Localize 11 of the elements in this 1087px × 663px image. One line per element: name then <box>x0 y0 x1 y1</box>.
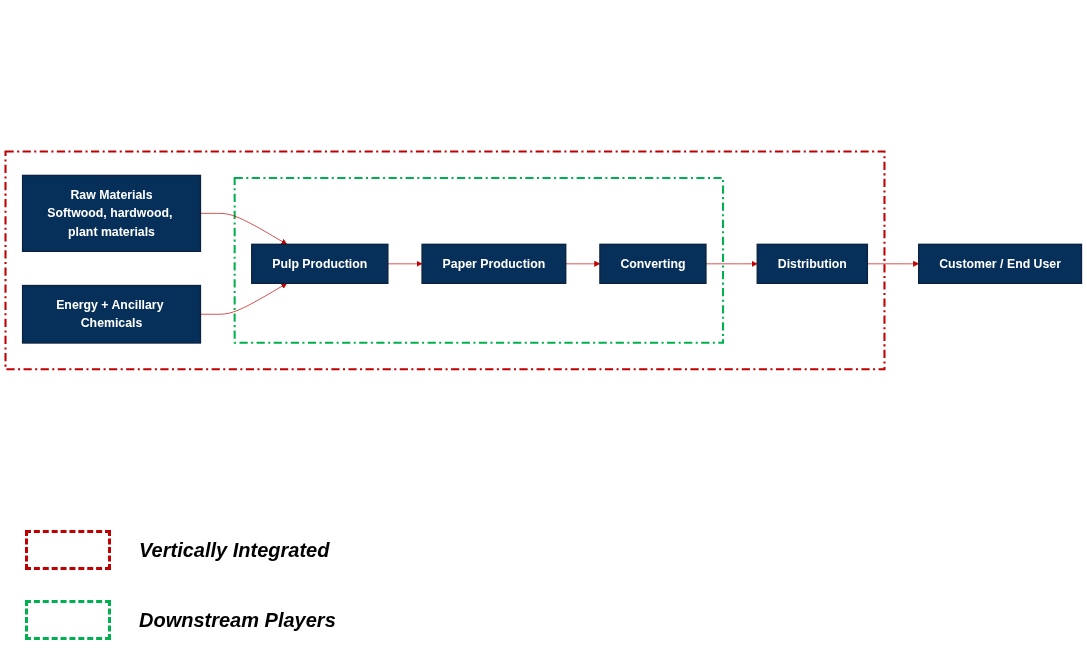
node-box: Energy + Ancillary Chemicals <box>21 284 202 344</box>
node-box: Paper Production <box>421 243 567 284</box>
node-box: Pulp Production <box>251 243 389 284</box>
legend-label: Downstream Players <box>139 608 336 632</box>
legend-label: Vertically Integrated <box>139 538 330 562</box>
node-box: Customer / End User <box>918 243 1083 284</box>
cluster <box>233 176 725 344</box>
node-box: Raw Materials Softwood, hardwood, plant materials <box>21 174 202 252</box>
node-box: Distribution <box>756 243 869 284</box>
cluster <box>4 150 886 370</box>
node-box: Converting <box>599 243 707 284</box>
